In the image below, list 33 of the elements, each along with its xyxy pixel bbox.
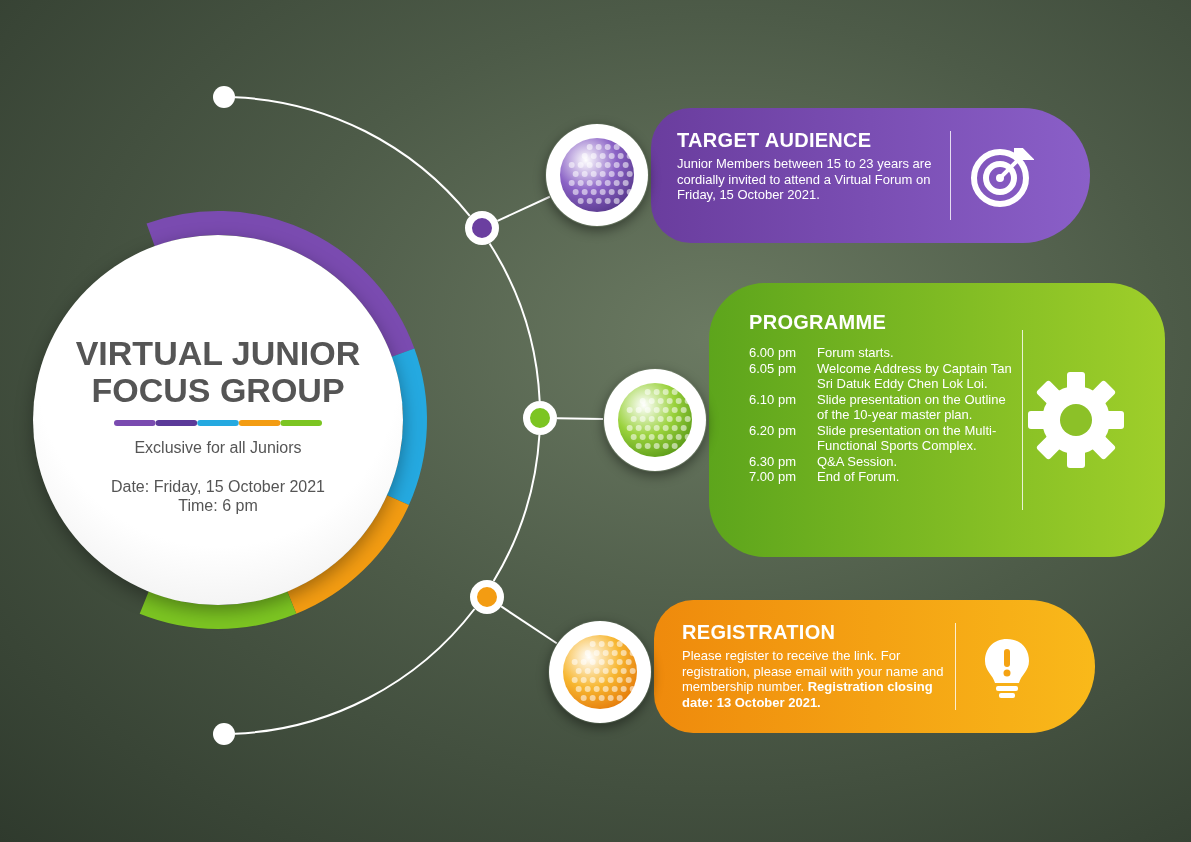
time-text: 7.00 pm	[749, 469, 797, 485]
time-text: 6.10 pm	[749, 391, 797, 409]
connector-line	[556, 417, 604, 421]
programme-item: Q&A Session.	[817, 453, 899, 469]
info-card	[709, 283, 1165, 557]
connector-line	[234, 96, 471, 217]
connector-line	[492, 434, 541, 582]
time-text: 6.30 pm	[749, 453, 797, 469]
card-body-text: Please register to receive the link. For registration, please email with your name and membership number. Registration closing date: 13 October 2021.	[682, 648, 944, 710]
time-text: 6.05 pm	[749, 360, 797, 378]
info-card	[651, 108, 1090, 243]
golf-ball-picture	[548, 620, 652, 724]
programme-item: Slide presentation on the Multi-Functional Sports Complex.	[817, 422, 998, 454]
golf-ball-picture	[545, 123, 649, 227]
subtitle: Exclusive for all Juniors	[133, 439, 303, 457]
programme-item: Welcome Address by Captain Tan Sri Datuk Eddy Chen Lok Loi.	[817, 360, 1013, 392]
card-heading: REGISTRATION	[682, 621, 837, 644]
card-heading: TARGET AUDIENCE	[677, 129, 873, 152]
date-time: Date: Friday, 15 October 2021 Time: 6 pm	[109, 477, 326, 515]
connector-line	[496, 195, 551, 222]
programme-item: End of Forum.	[817, 469, 901, 485]
connector-line	[234, 608, 476, 735]
programme-item: Forum starts.	[817, 345, 895, 361]
connector-line	[488, 242, 541, 402]
title: VIRTUAL JUNIOR FOCUS GROUP	[74, 335, 362, 409]
card-body-text: Junior Members between 15 to 23 years are cordially invited to attend a Virtual Forum on Friday, 15 October 2021.	[677, 156, 933, 203]
programme-item: Slide presentation on the Outline of the 10-year master plan.	[817, 391, 1007, 423]
connector-line	[500, 605, 558, 645]
golf-ball-picture	[603, 368, 707, 472]
info-card	[654, 600, 1095, 733]
time-text: 6.00 pm	[749, 345, 797, 361]
time-text: 6.20 pm	[749, 422, 797, 440]
card-heading: PROGRAMME	[749, 311, 888, 334]
